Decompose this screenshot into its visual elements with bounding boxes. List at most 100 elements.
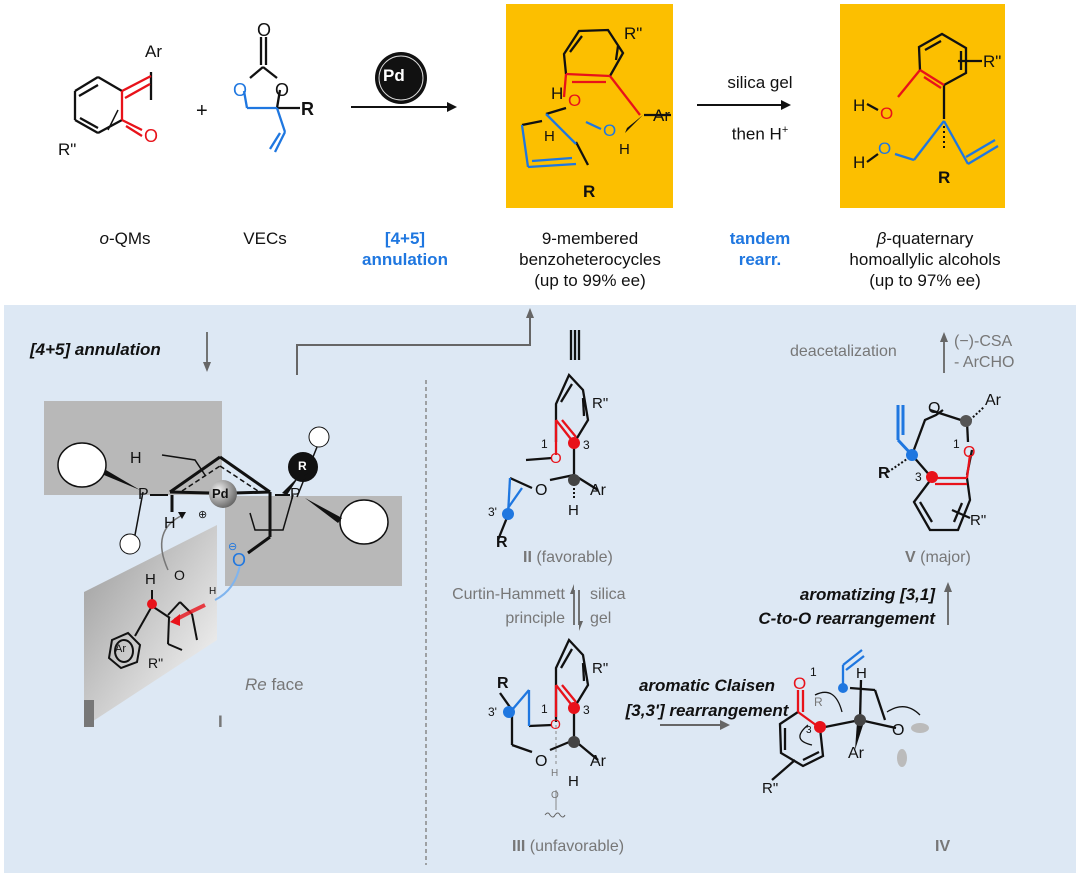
reagent-csa: (−)-CSA xyxy=(954,333,1013,350)
III-r2: R" xyxy=(592,660,609,677)
tandem-line1: tandem xyxy=(729,229,791,248)
label-vecs: VECs xyxy=(243,229,287,248)
re-italic: Re xyxy=(245,675,267,694)
I-minus-charge: ⊖ xyxy=(228,541,238,553)
p2-h2: H xyxy=(853,153,865,172)
p2-line2: homoallylic alcohols xyxy=(849,250,1001,269)
III-ar: Ar xyxy=(590,753,606,770)
ligand-small-1 xyxy=(119,533,141,555)
V-num3: 3 xyxy=(915,470,922,484)
tandem-line2: rearr. xyxy=(738,250,782,269)
V-r: R xyxy=(878,465,890,482)
IV-ar: Ar xyxy=(848,745,864,762)
reagent-archo: - ArCHO xyxy=(954,354,1015,371)
structure-IV xyxy=(771,679,897,781)
vec-r-label: R xyxy=(301,99,314,119)
oqm-structure: Ar R" O xyxy=(58,42,162,159)
p2-r2: R" xyxy=(983,52,1001,71)
p1-line1: 9-membered xyxy=(541,229,639,248)
II-desc: (favorable) xyxy=(531,549,613,566)
deacetalization-label: deacetalization xyxy=(790,343,897,360)
vec-ring-o2: O xyxy=(275,80,289,100)
p1-o2: O xyxy=(603,121,616,140)
V-numeral: V xyxy=(905,549,916,566)
annulation-line1: [4+5] xyxy=(384,229,426,248)
I-ar: Ar xyxy=(115,643,126,655)
re-face-label: Re face xyxy=(245,675,304,695)
III-num3p: 3' xyxy=(488,705,497,719)
IV-o: O xyxy=(892,722,905,739)
p1-ar: Ar xyxy=(653,106,670,125)
p2-o1: O xyxy=(880,104,893,123)
p1-h1: H xyxy=(551,84,563,103)
plus-sign: + xyxy=(196,100,208,122)
III-desc: (unfavorable) xyxy=(525,838,625,855)
annulation-line2: annulation xyxy=(362,250,448,269)
p2-h1: H xyxy=(853,96,865,115)
p1-h3: H xyxy=(619,141,630,158)
pd-catalyst-label: Pd xyxy=(383,66,405,85)
p2-beta: β xyxy=(876,229,887,248)
IV-num1: 1 xyxy=(810,665,817,679)
p1-o1: O xyxy=(568,91,581,110)
p2-line3: (up to 97% ee) xyxy=(869,271,981,290)
I-r2: R" xyxy=(148,655,164,671)
vec-structure: O O O R xyxy=(233,20,314,153)
p2-r: R xyxy=(938,168,950,187)
II-num1: 1 xyxy=(541,437,548,451)
III-h-bond: H xyxy=(551,768,559,779)
IV-r: R xyxy=(814,695,823,709)
I-o-carbonyl: O xyxy=(174,567,185,583)
claisen-line1: aromatic Claisen xyxy=(638,676,776,695)
face-text: face xyxy=(266,675,304,694)
I-h1: H xyxy=(130,450,142,467)
ligand-small-2 xyxy=(308,426,330,448)
sg-line2: gel xyxy=(590,610,612,627)
label-tandem: tandem rearr. xyxy=(700,228,820,270)
p1-h2: H xyxy=(544,128,555,145)
silica-gel-label: silica gel xyxy=(590,583,626,631)
III-r: R xyxy=(497,675,509,692)
label-product1: 9-membered benzoheterocycles (up to 99% … xyxy=(500,228,680,291)
V-num1: 1 xyxy=(953,437,960,451)
rearr31-line1: aromatizing [3,1] xyxy=(799,585,935,604)
deacetalization-reagents: (−)-CSA - ArCHO xyxy=(954,331,1014,373)
product2-highlight-box: H O R" H O R xyxy=(840,4,1005,208)
p1-line2: benzoheterocycles xyxy=(519,250,661,269)
I-p1: P xyxy=(138,486,149,503)
V-r2: R" xyxy=(970,512,987,529)
then-h-text: then H xyxy=(731,124,782,144)
I-plus-charge: ⊕ xyxy=(198,509,208,521)
oqm-o-label: O xyxy=(144,126,158,146)
p1-r2: R" xyxy=(624,24,642,43)
pd-atom xyxy=(209,480,237,508)
r-ball xyxy=(288,452,318,482)
I-h3: H xyxy=(145,571,156,588)
I-o-anion: O xyxy=(232,550,247,570)
ligand-circle-2 xyxy=(339,499,389,545)
I-r: R xyxy=(298,459,307,473)
label-I: I xyxy=(218,712,223,731)
II-r2: R" xyxy=(592,395,609,412)
III-h: H xyxy=(568,773,579,790)
I-h2: H xyxy=(164,515,176,532)
conditions-silica-gel: silica gel xyxy=(727,73,793,92)
ligand-circle-1 xyxy=(57,442,107,488)
ch-line2: principle xyxy=(505,610,565,627)
IV-o1: O xyxy=(793,674,807,693)
claisen-label: aromatic Claisen [3,3'] rearrangement xyxy=(612,673,802,723)
oqm-r-label: R" xyxy=(58,140,76,159)
III-num1: 1 xyxy=(541,702,548,716)
p2-line1: -quaternary xyxy=(886,229,974,248)
pd-arrow xyxy=(351,52,457,112)
II-h: H xyxy=(568,502,579,519)
label-annulation: [4+5] annulation xyxy=(340,228,470,270)
II-num3p: 3' xyxy=(488,505,497,519)
I-h4: H xyxy=(209,586,217,597)
III-numeral: III xyxy=(512,838,526,855)
IV-h: H xyxy=(856,665,867,682)
IV-num3: 3 xyxy=(806,725,812,736)
curtin-hammett-label: Curtin-Hammett principle xyxy=(440,583,565,631)
label-V: V (major) xyxy=(905,549,971,567)
oqm-ar-label: Ar xyxy=(145,42,162,61)
